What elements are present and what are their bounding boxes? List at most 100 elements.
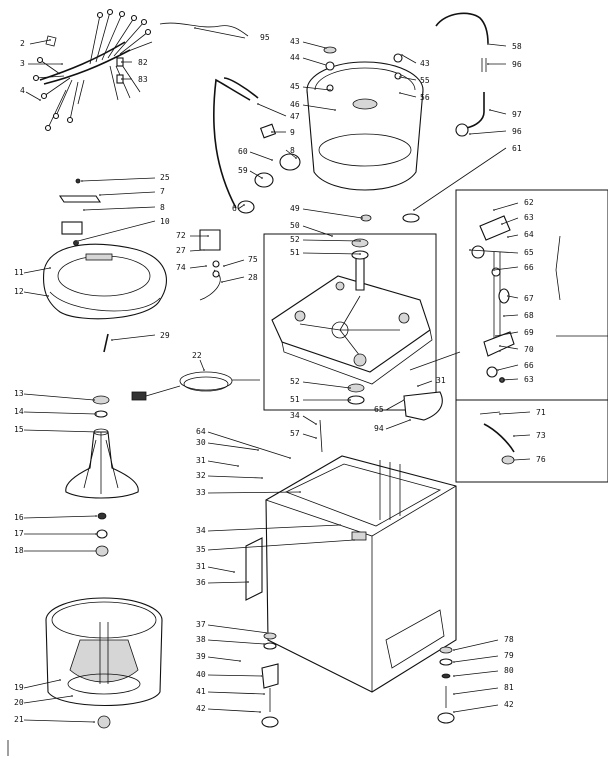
leader-line-c41	[207, 691, 265, 695]
leader-dot-c76	[513, 459, 515, 461]
callout-label-c18: 18	[14, 546, 24, 555]
callout-label-c61: 61	[512, 144, 522, 153]
callout-label-c51b: 51	[290, 395, 300, 404]
leader-dot-c17	[95, 533, 97, 535]
leader-line-c67	[507, 295, 519, 299]
leader-line-c11	[23, 267, 51, 274]
leader-line-c64	[207, 431, 291, 459]
leader-dot-c43b	[401, 54, 403, 56]
leader-line-c30	[207, 442, 259, 451]
leader-line-c76	[513, 458, 531, 461]
leader-line-c6	[237, 204, 245, 210]
leader-dot-c62	[493, 209, 495, 211]
leader-dot-c13	[93, 399, 95, 401]
leader-line-c79	[453, 655, 499, 663]
leader-line-c61	[413, 147, 507, 211]
leader-line-c4	[25, 91, 41, 101]
callout-label-c37: 37	[196, 620, 206, 629]
callout-label-c13: 13	[14, 389, 24, 398]
leader-line-c33	[207, 491, 301, 494]
leader-dot-c36	[247, 581, 249, 583]
callout-label-c78: 78	[504, 635, 514, 644]
leader-dot-c71	[499, 413, 501, 415]
leader-line-c12	[23, 291, 49, 297]
motor-switch-parts	[471, 215, 561, 383]
leader-dot-c59	[261, 177, 263, 179]
lid-assembly	[42, 243, 167, 320]
leader-dot-c22	[203, 369, 205, 371]
callout-label-c40: 40	[196, 670, 206, 679]
callout-label-c22: 22	[192, 351, 202, 360]
callout-label-c34b: 34	[196, 526, 206, 535]
leader-dot-c7	[99, 194, 101, 196]
callout-label-c62: 62	[524, 198, 534, 207]
seal-61	[402, 213, 420, 223]
bracket-27	[199, 229, 221, 251]
leader-dot-c31b	[237, 465, 239, 467]
leader-line-c31c	[207, 566, 235, 573]
leader-dot-c40	[261, 675, 263, 677]
callout-label-c38: 38	[196, 635, 206, 644]
leader-dot-c55	[399, 76, 401, 78]
callout-label-c17: 17	[14, 529, 24, 538]
leader-dot-c41	[263, 693, 265, 695]
callout-label-c8b: 8	[290, 146, 295, 155]
leader-line-c49	[302, 208, 363, 219]
leader-dot-c18	[95, 550, 97, 552]
leader-dot-c2	[49, 39, 51, 41]
leader-dot-c67	[507, 295, 509, 297]
callout-label-c50: 50	[290, 221, 300, 230]
leader-dot-c64b	[507, 236, 509, 238]
callout-label-c60: 60	[238, 147, 248, 156]
cap-16	[97, 512, 107, 520]
leader-line-c31b	[207, 460, 239, 467]
tube-29	[103, 333, 109, 353]
leader-line-c94	[385, 419, 411, 430]
leader-line-c60	[249, 151, 273, 161]
leader-dot-c8a	[83, 209, 85, 211]
component-94	[403, 391, 443, 421]
leader-line-c8a	[83, 206, 156, 211]
leader-dot-c66b	[497, 369, 499, 371]
wire-95	[159, 22, 249, 37]
callout-label-c72: 72	[176, 231, 186, 240]
callout-label-c52b: 52	[290, 377, 300, 386]
leader-line-c19	[23, 679, 61, 689]
callout-label-c97: 97	[512, 110, 522, 119]
transmission	[271, 238, 433, 405]
agitator	[65, 395, 139, 499]
leader-dot-c75	[223, 265, 225, 267]
leader-dot-c37	[267, 632, 269, 634]
leader-line-c51a	[302, 252, 361, 255]
callout-label-c63a: 63	[524, 213, 534, 222]
leader-dot-c20	[71, 695, 73, 697]
leader-line-c50	[302, 225, 333, 237]
leader-dot-c42a	[259, 711, 261, 713]
leader-line-c28	[221, 276, 245, 283]
leader-line-c78	[453, 639, 499, 651]
leader-dot-c30	[257, 449, 259, 451]
callout-label-c6: 6	[232, 204, 237, 213]
leader-dot-c44	[325, 64, 327, 66]
leader-dot-c52a	[359, 240, 361, 242]
callout-label-c9: 9	[290, 128, 295, 137]
leader-line-c22	[199, 359, 205, 371]
leader-dot-c56	[399, 92, 401, 94]
leader-dot-c6	[243, 204, 245, 206]
leader-line-c74	[189, 265, 207, 269]
leader-dot-c69	[495, 335, 497, 337]
lower-inset-parts	[479, 411, 515, 465]
callout-label-c56: 56	[420, 93, 430, 102]
leader-line-c70	[499, 345, 519, 350]
clamp-9	[259, 123, 277, 139]
leader-line-c63a	[501, 217, 519, 225]
leader-line-c80	[453, 670, 499, 677]
callout-label-c4: 4	[20, 86, 25, 95]
callout-label-c64: 64	[196, 427, 206, 436]
leader-dot-c32	[261, 477, 263, 479]
pump-60	[279, 153, 301, 171]
callout-label-c29: 29	[160, 331, 170, 340]
leader-line-c38	[207, 639, 265, 645]
leader-dot-c38	[263, 643, 265, 645]
